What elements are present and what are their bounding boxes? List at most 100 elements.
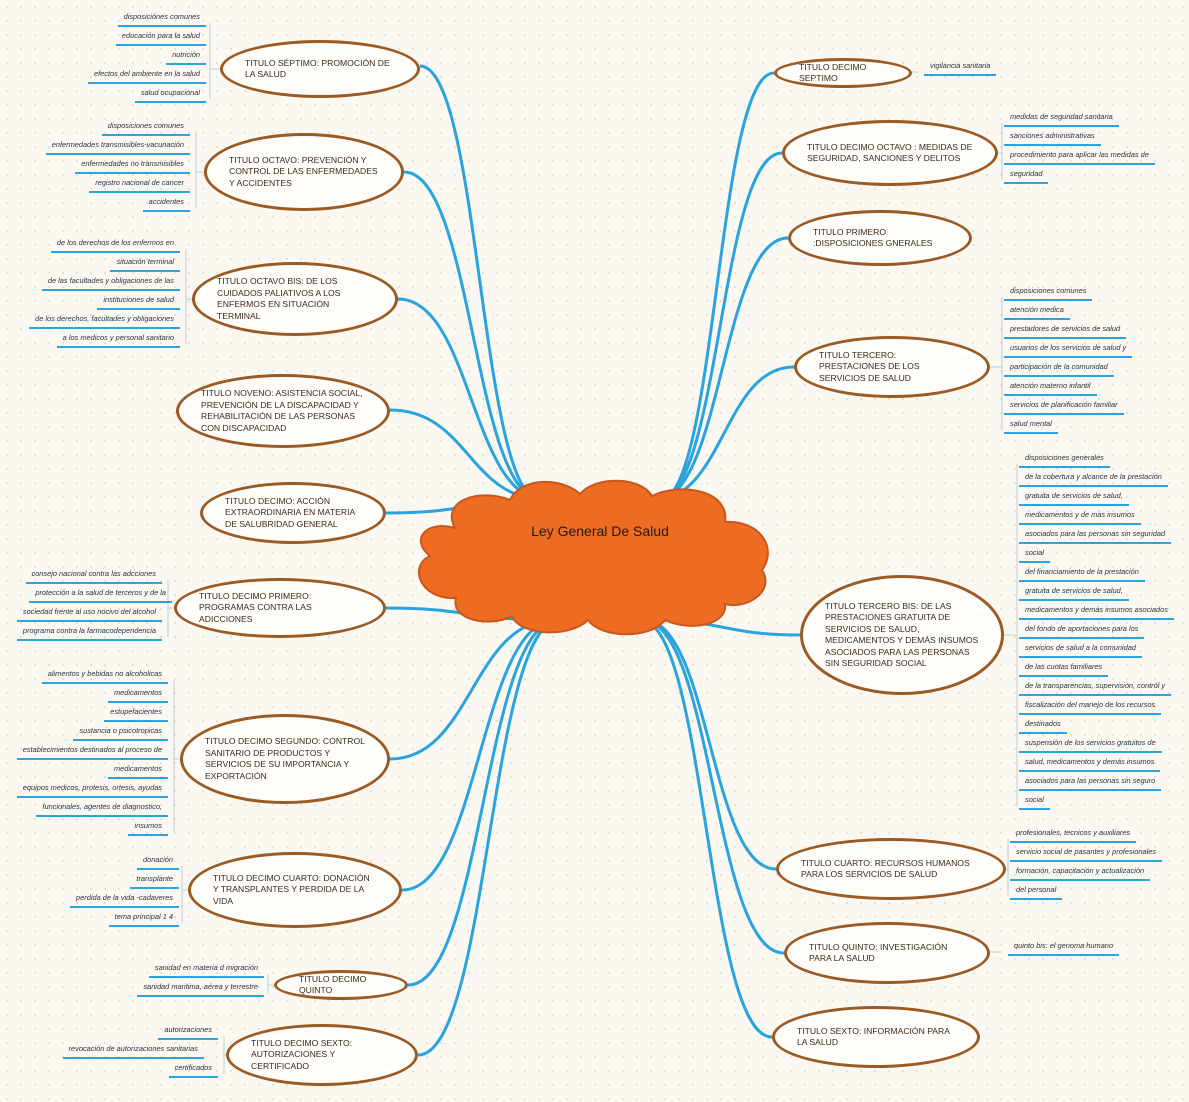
subtopic-item[interactable]: sanciones administrativas xyxy=(1004,131,1101,146)
topic-titulo-decimo-cuarto[interactable]: TITULO DECIMO CUARTO: DONACIÓN Y TRANSPL… xyxy=(188,852,402,928)
subtopic-item[interactable]: insumos xyxy=(128,821,168,836)
subtopic-item[interactable]: establecimientos destinados al proceso d… xyxy=(16,745,169,760)
topic-titulo-sexto[interactable]: TITULO SEXTO: INFORMACIÓN PARA LA SALUD xyxy=(772,1006,980,1068)
subtopic-item[interactable]: de la cobertura y alcance de la prestaci… xyxy=(1019,472,1168,487)
subtopic-item[interactable]: sustancia o psicotropicas xyxy=(73,726,168,741)
subtopic-item[interactable]: gratuita de servicios de salud, xyxy=(1019,491,1129,506)
topic-titulo-primero[interactable]: TITULO PRIMERO :DISPOSICIONES GNERALES xyxy=(788,210,972,266)
subtopic-item[interactable]: asociados para las personas sin segurida… xyxy=(1018,529,1172,544)
subtopic-item[interactable]: medicamentos xyxy=(107,688,169,703)
subtopic-item[interactable]: vigilancia sanitaria xyxy=(923,61,997,76)
subtopic-item[interactable]: transplante xyxy=(130,874,179,889)
subtopic-item[interactable]: medidas de seguridad sanitaria xyxy=(1004,112,1119,127)
topic-titulo-tercero[interactable]: TITULO TERCERO: PRESTACIONES DE LOS SERV… xyxy=(794,336,990,398)
subtopic-item[interactable]: tema principal 1 4 xyxy=(108,912,180,927)
subtopic-item[interactable]: estupefacientes xyxy=(104,707,168,722)
subtopic-item[interactable]: enfermedades transmisibles-vacunación xyxy=(45,140,191,155)
subtopic-item[interactable]: disposiciones comunes xyxy=(1003,286,1093,301)
subtopic-item[interactable]: del fondo de aportaciones para los xyxy=(1018,624,1145,639)
subtopic-item[interactable]: a los medicos y personal sanitario xyxy=(56,333,181,348)
subtopic-item[interactable]: salud, medicamentos y demás insumos xyxy=(1018,757,1161,772)
subtopic-item[interactable]: fiscalización del manejo de los recursos xyxy=(1018,700,1162,715)
subtopic-item[interactable]: suspensión de los servicios gratuitos de xyxy=(1019,738,1162,753)
topic-titulo-decimo[interactable]: TITULO DECIMO: ACCIÓN EXTRAORDINARIA EN … xyxy=(200,482,386,544)
topic-titulo-decimo-quinto[interactable]: TITULO DECIMO QUINTO xyxy=(274,970,408,1000)
topic-titulo-quinto[interactable]: TITULO QUINTO: INVESTIGACIÓN PARA LA SAL… xyxy=(784,922,990,984)
topic-label: TITULO DECIMO OCTAVO : MEDIDAS DE SEGURI… xyxy=(807,141,973,164)
subtopic-item[interactable]: formación, capacitación y actualización xyxy=(1009,866,1151,881)
subtopic-item[interactable]: atención medica xyxy=(1004,305,1070,320)
subtopic-item[interactable]: asociados para las personas sin seguro xyxy=(1018,776,1162,791)
topic-label: TITULO DECIMO SEPTIMO xyxy=(799,61,867,84)
subtopic-item[interactable]: procedimiento para aplicar las medidas d… xyxy=(1004,150,1155,165)
topic-label: TITULO DECIMO: ACCIÓN EXTRAORDINARIA EN … xyxy=(225,495,355,529)
subtopic-item[interactable]: social xyxy=(1019,548,1050,563)
subtopic-item[interactable]: salud ocupacional xyxy=(134,88,207,103)
subtopic-item[interactable]: efectos del ambiente en la salud xyxy=(87,69,207,84)
topic-label: TITULO DECIMO PRIMERO: PROGRAMAS CONTRA … xyxy=(199,590,312,624)
connector-line xyxy=(640,618,773,1039)
subtopic-item[interactable]: medicamentos y de mas insumos xyxy=(1019,510,1141,525)
subtopic-item[interactable]: social xyxy=(1019,795,1050,810)
subtopic-item[interactable]: gratuita de servicios de salud, xyxy=(1019,586,1129,601)
subtopic-item[interactable]: educación para la salud xyxy=(115,31,207,46)
subtopic-item[interactable]: revocación de autorizaciones sanitarias xyxy=(62,1044,205,1059)
topic-titulo-cuarto[interactable]: TITULO CUARTO: RECURSOS HUMANOS PARA LOS… xyxy=(776,838,1006,900)
subtopic-item[interactable]: seguridad xyxy=(1003,169,1050,184)
subtopic-item[interactable]: instituciones de salud xyxy=(97,295,180,310)
subtopic-item[interactable]: salud mental xyxy=(1004,419,1058,434)
subtopic-item[interactable]: certificados xyxy=(168,1063,219,1078)
subtopic-item[interactable]: medicamentos xyxy=(107,764,169,779)
subtopic-item[interactable]: funcionales, agentes de diagnostico, xyxy=(36,802,168,817)
topic-label: TITULO DECIMO QUINTO xyxy=(299,973,367,996)
subtopic-item[interactable]: alimentos y bebidas no alcoholicas xyxy=(41,669,169,684)
subtopic-item[interactable]: servicio social de pasantes y profesiona… xyxy=(1009,847,1163,862)
subtopic-item[interactable]: programa contra la farmacodependencia xyxy=(16,626,163,641)
subtopic-item[interactable]: de los derechos de los enfermos en xyxy=(50,238,181,253)
subtopic-item[interactable]: sanidad en materia d migración xyxy=(148,963,265,978)
subtopic-item[interactable]: equipos medicos, protesis, ortesis, ayud… xyxy=(16,783,169,798)
subtopic-item[interactable]: del personal xyxy=(1009,885,1063,900)
subtopic-item[interactable]: de los derechos, facultades y obligacion… xyxy=(29,314,180,329)
subtopic-item[interactable]: enfermedades no transmisibles xyxy=(75,159,190,174)
topic-titulo-decimo-septimo[interactable]: TITULO DECIMO SEPTIMO xyxy=(774,58,912,88)
subtopic-item[interactable]: quinto bis: el genoma humano xyxy=(1007,941,1120,956)
subtopic-item[interactable]: prestadores de servicios de salud xyxy=(1003,324,1127,339)
subtopic-item[interactable]: profesionales, tecnicos y auxiliares xyxy=(1009,828,1137,843)
topic-titulo-noveno[interactable]: TITULO NOVENO: ASISTENCIA SOCIAL, PREVEN… xyxy=(176,374,390,448)
subtopic-item[interactable]: servicios de salud a la comunidad xyxy=(1019,643,1142,658)
subtopic-item[interactable]: usuarios de los servicios de salud y xyxy=(1003,343,1133,358)
topic-titulo-decimo-primero[interactable]: TITULO DECIMO PRIMERO: PROGRAMAS CONTRA … xyxy=(174,578,386,638)
topic-titulo-decimo-sexto[interactable]: TITULO DECIMO SEXTO: AUTORIZACIONES Y CE… xyxy=(226,1024,418,1086)
subtopic-item[interactable]: autorizaciones xyxy=(158,1025,218,1040)
topic-titulo-octavo[interactable]: TITULO OCTAVO: PREVENCIÓN Y CONTROL DE L… xyxy=(204,133,404,211)
subtopic-item[interactable]: medicamentos y demás insumos asociados xyxy=(1019,605,1174,620)
subtopic-item[interactable]: de las facultades y obligaciones de las xyxy=(41,276,181,291)
subtopic-item[interactable]: del financiamiento de la prestación xyxy=(1019,567,1145,582)
subtopic-item[interactable]: donación xyxy=(137,855,179,870)
subtopic-item[interactable]: consejo nacional contra las adcciones xyxy=(25,569,162,584)
subtopic-item[interactable]: sociedad frente al uso nocivo del alcoho… xyxy=(16,607,163,622)
subtopic-item[interactable]: servicios de planificación familiar xyxy=(1004,400,1124,415)
subtopic-item[interactable]: disposiciónes comunes xyxy=(117,12,207,27)
subtopic-item[interactable]: registro nacional de cancer xyxy=(89,178,190,193)
subtopic-item[interactable]: atención materno infantil xyxy=(1004,381,1097,396)
subtopic-item[interactable]: sanidad maritima, aérea y terrestre xyxy=(137,982,264,997)
subtopic-item[interactable]: de las cuotas familiares xyxy=(1018,662,1109,677)
subtopic-item[interactable]: situación terminal xyxy=(110,257,180,272)
subtopic-item[interactable]: de la transparencias, supervisión, contr… xyxy=(1018,681,1172,696)
subtopic-item[interactable]: disposiciones generales xyxy=(1019,453,1110,468)
topic-titulo-octavo-bis[interactable]: TITULO OCTAVO BIS: DE LOS CUIDADOS PALIA… xyxy=(192,262,398,336)
subtopic-item[interactable]: nutrición xyxy=(166,50,206,65)
subtopic-item[interactable]: accidentes xyxy=(142,197,191,212)
subtopic-item[interactable]: protección a la salud de terceros y de l… xyxy=(29,588,172,603)
topic-titulo-decimo-segundo[interactable]: TITULO DECIMO SEGUNDO: CONTROL SANITARIO… xyxy=(180,714,390,804)
subtopic-item[interactable]: participación de la comunidad xyxy=(1004,362,1114,377)
subtopic-item[interactable]: disposiciones comunes xyxy=(101,121,191,136)
topic-titulo-tercero-bis[interactable]: TITULO TERCERO BIS: DE LAS PRESTACIONES … xyxy=(800,575,1004,695)
topic-titulo-septimo[interactable]: TITULO SÉPTIMO: PROMOCIÓN DE LA SALUD xyxy=(220,40,420,98)
subtopic-item[interactable]: destinados xyxy=(1019,719,1067,734)
topic-titulo-decimo-octavo[interactable]: TITULO DECIMO OCTAVO : MEDIDAS DE SEGURI… xyxy=(782,120,998,186)
subtopic-item[interactable]: perdida de la vida -cadaveres xyxy=(70,893,179,908)
